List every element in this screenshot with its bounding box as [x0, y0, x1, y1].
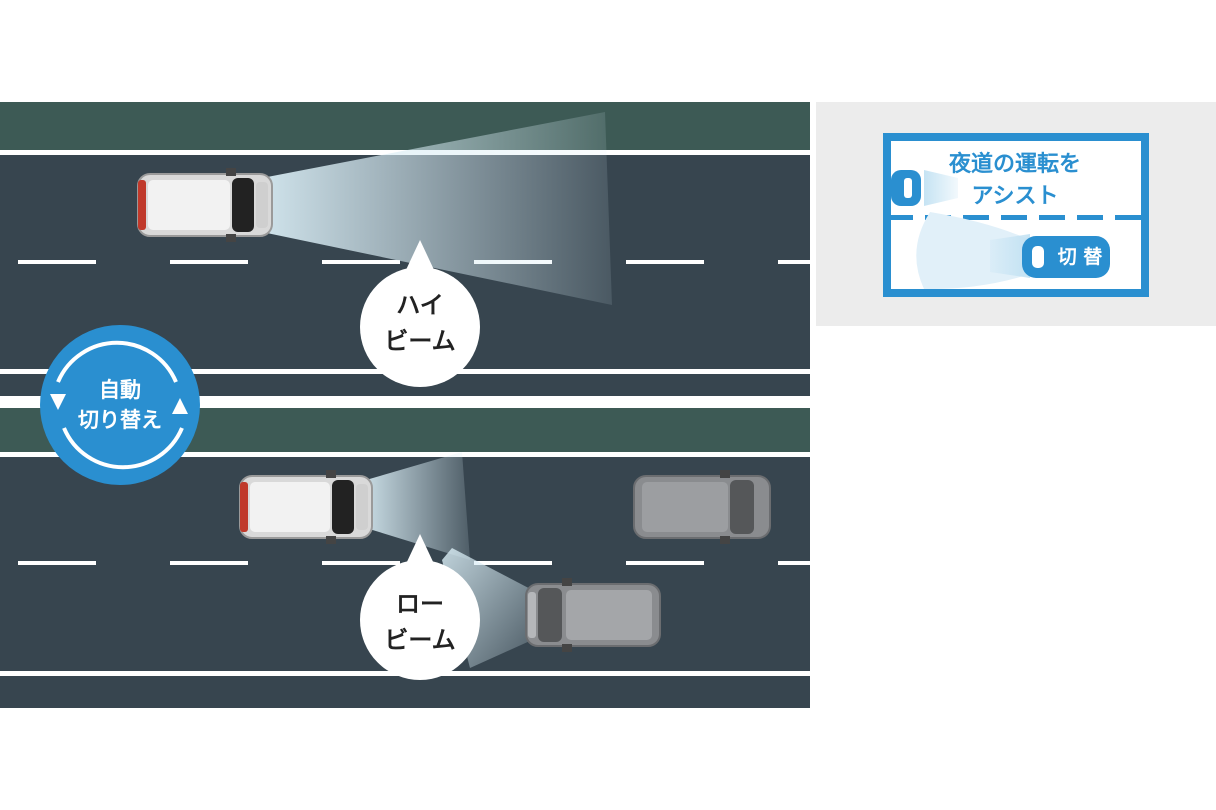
high-beam-bubble — [360, 240, 480, 387]
high-beam-label-line2: ビーム — [384, 327, 456, 355]
bottom-edge-line — [0, 452, 810, 457]
top-verge — [0, 102, 810, 150]
low-beam-label-line1: ロー — [396, 590, 444, 618]
indicator-text-line2: アシスト — [971, 184, 1059, 209]
car-low-beam — [239, 470, 373, 544]
low-beam-label: ロー ビーム — [360, 586, 480, 658]
low-beam-label-line2: ビーム — [384, 626, 456, 654]
car-oncoming — [525, 578, 661, 652]
arrow-head-up-icon — [172, 398, 188, 414]
sign-switch-car-icon — [1022, 236, 1110, 278]
high-beam-light — [262, 112, 612, 305]
indicator-text-line1: 夜道の運転を — [948, 152, 1081, 177]
assist-indicator-sign — [883, 133, 1149, 297]
sign-lower-beam — [990, 234, 1030, 278]
auto-switch-label-line1: 自動 — [99, 378, 141, 402]
car-high-beam — [137, 168, 273, 242]
road-separator — [0, 396, 810, 408]
indicator-switch-label: 切 替 — [1057, 246, 1103, 268]
bottom-lane-dashes — [18, 561, 810, 565]
sign-top-beam — [924, 170, 958, 206]
auto-switch-badge — [40, 325, 200, 485]
arrow-head-down-icon — [50, 394, 66, 410]
cycle-arrow-top-icon — [56, 340, 178, 383]
low-beam-light — [366, 452, 470, 560]
auto-switch-label: 自動 切り替え — [60, 375, 180, 435]
low-beam-bubble — [360, 534, 480, 680]
auto-switch-label-line2: 切り替え — [78, 408, 162, 432]
high-beam-label-line1: ハイ — [396, 291, 444, 319]
car-ahead — [633, 470, 771, 544]
high-beam-label: ハイ ビーム — [360, 287, 480, 359]
cycle-arrow-bottom-icon — [62, 427, 184, 470]
